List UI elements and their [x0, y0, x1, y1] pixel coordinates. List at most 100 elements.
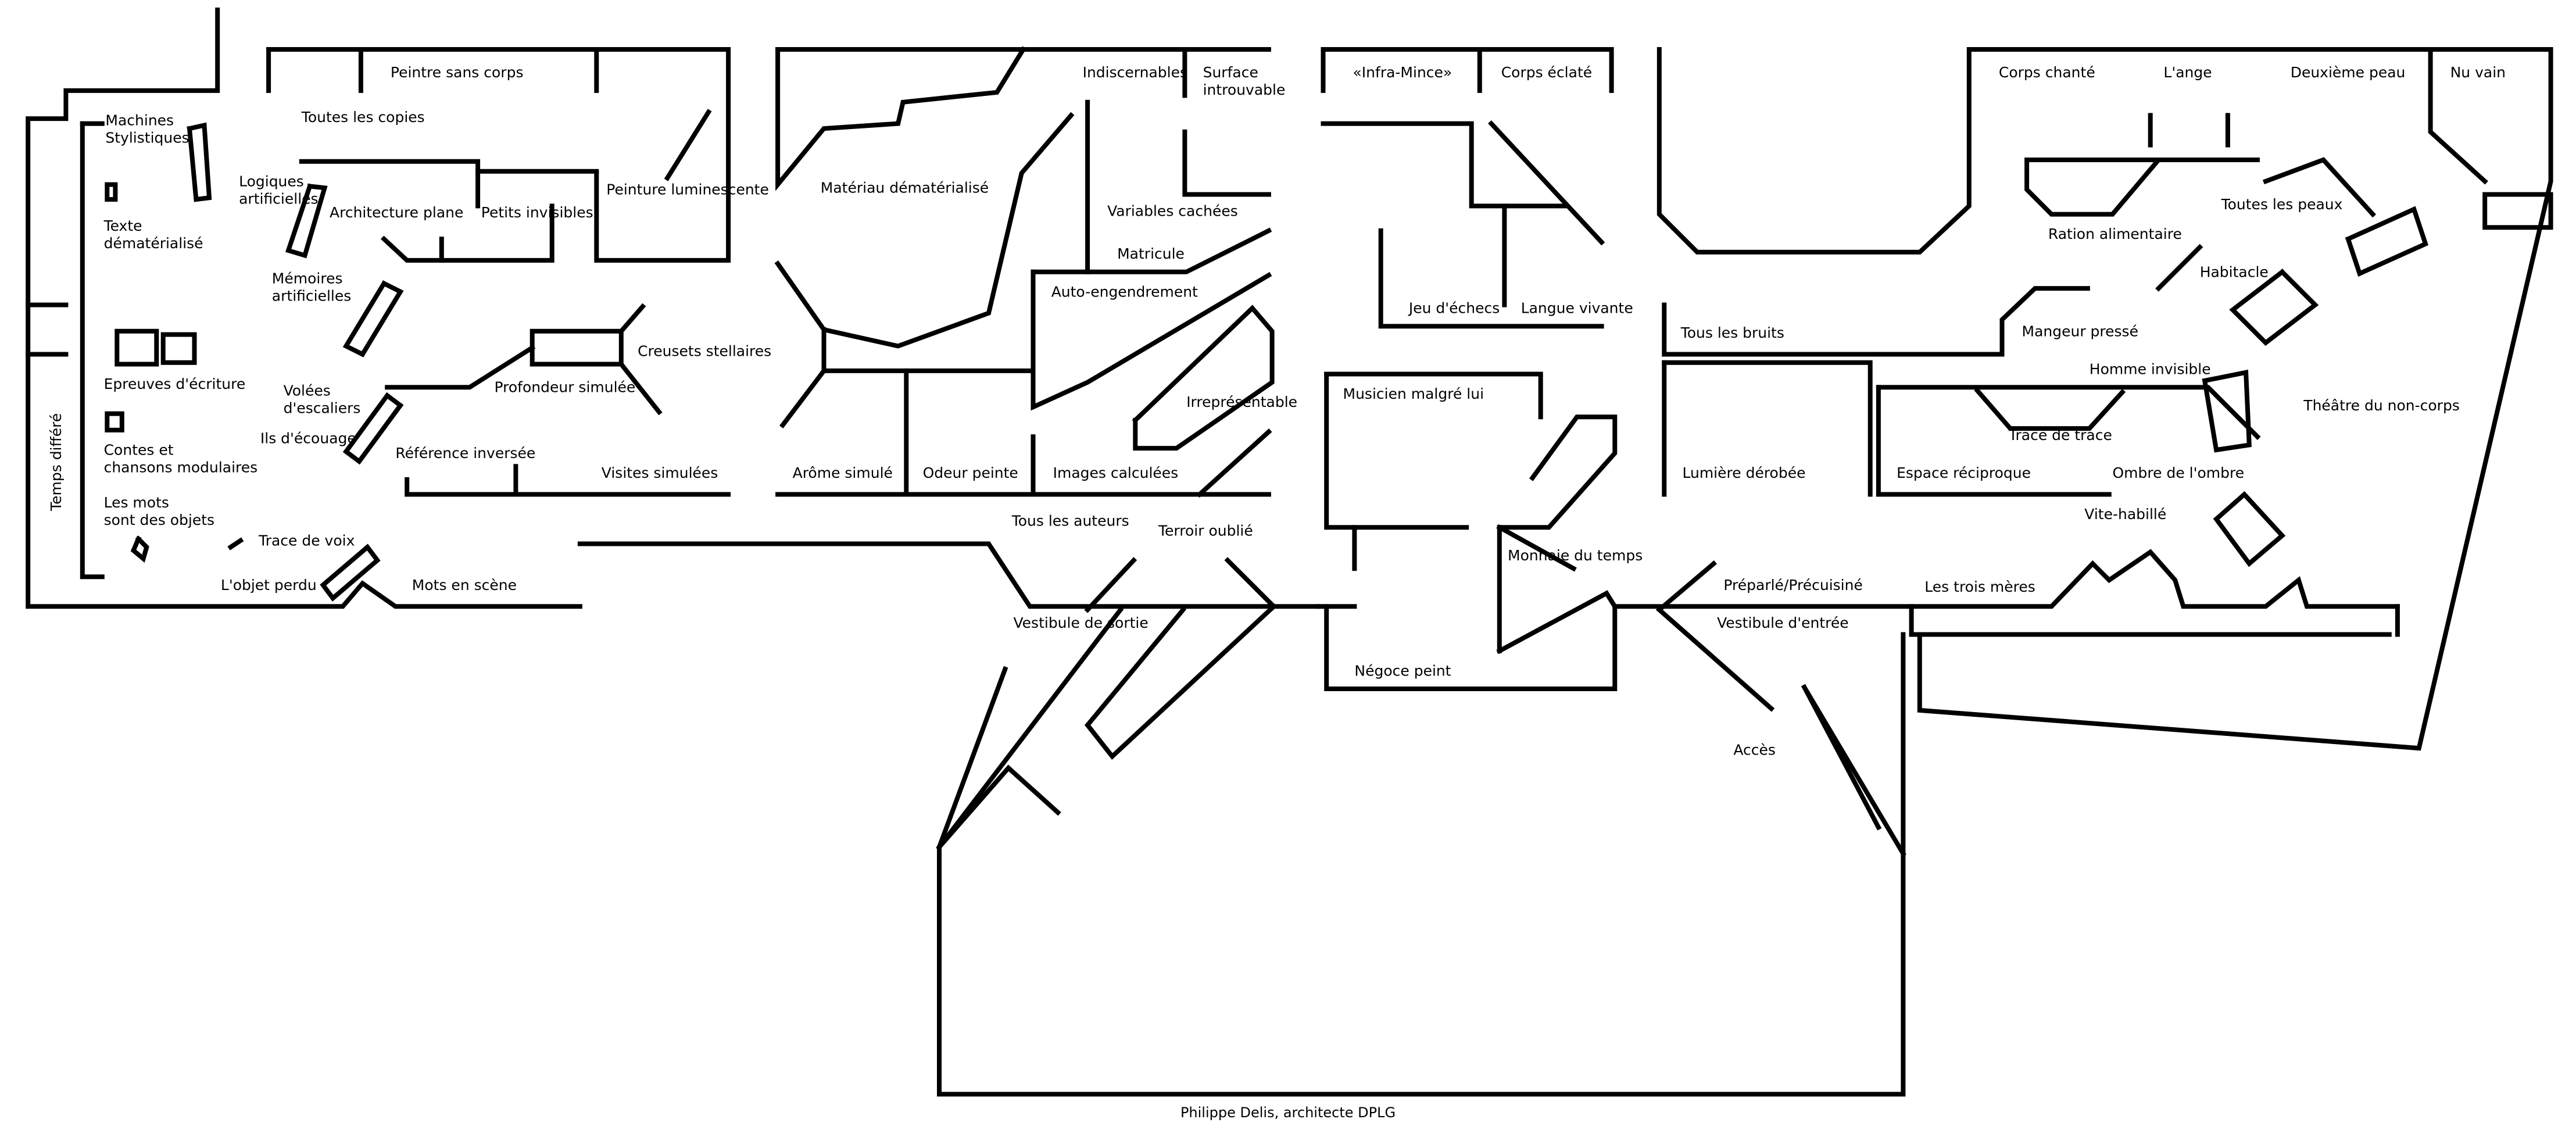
room-label-line: Indiscernables — [1083, 64, 1187, 81]
wall-segment-29 — [618, 360, 663, 416]
room-label-line: Matricule — [1117, 245, 1185, 262]
room-label-line: Monnaie du temps — [1508, 547, 1643, 564]
room-label-habitacle: Habitacle — [2200, 263, 2269, 280]
room-label-line: dématérialisé — [104, 235, 203, 252]
room-label-line: Habitacle — [2200, 263, 2269, 280]
wall-segment-63 — [1321, 47, 1614, 93]
architect-caption: Philippe Delis, architecte DPLG — [1180, 1104, 1396, 1121]
room-label-langue: Langue vivante — [1521, 300, 1633, 317]
room-label-line: Langue vivante — [1521, 300, 1633, 317]
room-label-creusets: Creusets stellaires — [638, 342, 771, 359]
room-label-line: Tous les auteurs — [1011, 512, 1129, 529]
room-label-line: Théâtre du non-corps — [2303, 397, 2460, 414]
room-label-line: Peintre sans corps — [391, 64, 524, 81]
room-label-monnaie: Monnaie du temps — [1508, 547, 1643, 564]
room-label-meres: Les trois mères — [1924, 578, 2035, 595]
wall-segment-9 — [936, 666, 1008, 850]
wall-segment-93 — [2213, 491, 2286, 567]
wall-segment-41 — [130, 535, 149, 563]
room-label-line: Vestibule d'entrée — [1717, 614, 1849, 631]
room-label-mots-scene: Mots en scène — [412, 577, 517, 593]
room-label-materiau: Matériau dématérialisé — [821, 180, 989, 196]
room-label-irrepresentable: Irreprésentable — [1186, 394, 1297, 410]
wall-segment-91 — [2229, 269, 2319, 346]
wall-segment-56 — [1132, 305, 1275, 451]
room-label-line: Accès — [1733, 741, 1776, 758]
wall-segment-71 — [1497, 414, 1618, 530]
room-label-line: Surface — [1203, 64, 1258, 81]
wall-segment-40 — [320, 544, 381, 602]
room-label-arome: Arôme simulé — [793, 464, 893, 481]
wall-segment-89 — [2262, 157, 2377, 218]
wall-segment-78 — [1662, 360, 1873, 497]
wall-segment-88 — [2155, 244, 2203, 292]
wall-segment-21 — [299, 159, 599, 174]
room-label-line: Mémoires — [272, 270, 343, 287]
room-label-line: chansons modulaires — [104, 459, 258, 476]
room-label-line: «Infra-Mince» — [1353, 64, 1452, 81]
room-label-line: d'escaliers — [284, 399, 361, 416]
walls-layer — [26, 8, 2553, 1097]
room-label-line: Les mots — [104, 494, 169, 511]
wall-segment-77 — [1662, 286, 2090, 357]
room-label-line: Texte — [103, 217, 142, 234]
room-label-jeu: Jeu d'échecs — [1408, 300, 1500, 317]
wall-segment-32 — [115, 328, 159, 367]
room-label-line: Contes et — [104, 442, 174, 459]
room-label-petits: Petits invisibles — [481, 204, 593, 221]
wall-segment-39 — [342, 392, 404, 465]
room-label-images: Images calculées — [1053, 464, 1179, 481]
room-label-line: Arôme simulé — [793, 464, 893, 481]
room-label-auto: Auto-engendrement — [1051, 283, 1198, 300]
room-label-line: Lumière dérobée — [1683, 464, 1806, 481]
room-label-line: artificielles — [272, 288, 351, 305]
room-label-peaux: Toutes les peaux — [2221, 196, 2343, 213]
wall-segment-1 — [577, 541, 1321, 609]
room-label-line: Espace réciproque — [1897, 464, 2031, 481]
wall-segment-12 — [1655, 560, 1775, 712]
wall-segment-75 — [1496, 590, 1618, 691]
wall-segment-18 — [266, 47, 731, 263]
wall-segment-13 — [80, 121, 105, 580]
wall-segment-59 — [1084, 557, 1137, 613]
room-label-temps: Temps différé — [48, 413, 65, 512]
wall-segment-7 — [937, 606, 1906, 1097]
room-label-copies: Toutes les copies — [301, 109, 425, 126]
room-label-line: Homme invisible — [2090, 361, 2211, 378]
room-label-line: Variables cachées — [1107, 202, 1238, 219]
wall-segment-28 — [618, 303, 646, 335]
wall-segment-60 — [1224, 557, 1278, 610]
room-label-odeur: Odeur peinte — [923, 464, 1018, 481]
room-label-musicien: Musicien malgré lui — [1343, 385, 1484, 402]
room-label-trace-voix: Trace de voix — [258, 532, 355, 549]
room-label-line: Auto-engendrement — [1051, 283, 1198, 300]
wall-segment-5 — [1917, 47, 2553, 751]
wall-segment-38 — [342, 280, 404, 357]
wall-segment-76 — [1324, 604, 1502, 691]
wall-segment-95 — [1909, 549, 2400, 609]
wall-segment-0 — [26, 8, 582, 609]
room-label-terroir: Terroir oublié — [1158, 522, 1253, 539]
room-label-ombre: Ombre de l'ombre — [2113, 464, 2245, 481]
room-label-line: Tous les bruits — [1680, 324, 1784, 341]
room-label-line: Nu vain — [2450, 64, 2506, 81]
room-label-line: Petits invisibles — [481, 204, 593, 221]
wall-segment-8 — [936, 764, 1061, 850]
room-label-preparle: Préparlé/Précuisiné — [1723, 577, 1862, 593]
room-label-line: Terroir oublié — [1158, 522, 1253, 539]
room-label-line: L'ange — [2163, 64, 2212, 81]
wall-segment-57 — [1196, 428, 1272, 498]
wall-segment-42 — [227, 537, 244, 550]
room-label-line: Logiques — [239, 173, 304, 190]
room-label-matricule: Matricule — [1117, 245, 1185, 262]
room-label-line: Images calculées — [1053, 464, 1179, 481]
room-label-line: Corps éclaté — [1501, 64, 1592, 81]
wall-segment-23 — [380, 203, 554, 263]
